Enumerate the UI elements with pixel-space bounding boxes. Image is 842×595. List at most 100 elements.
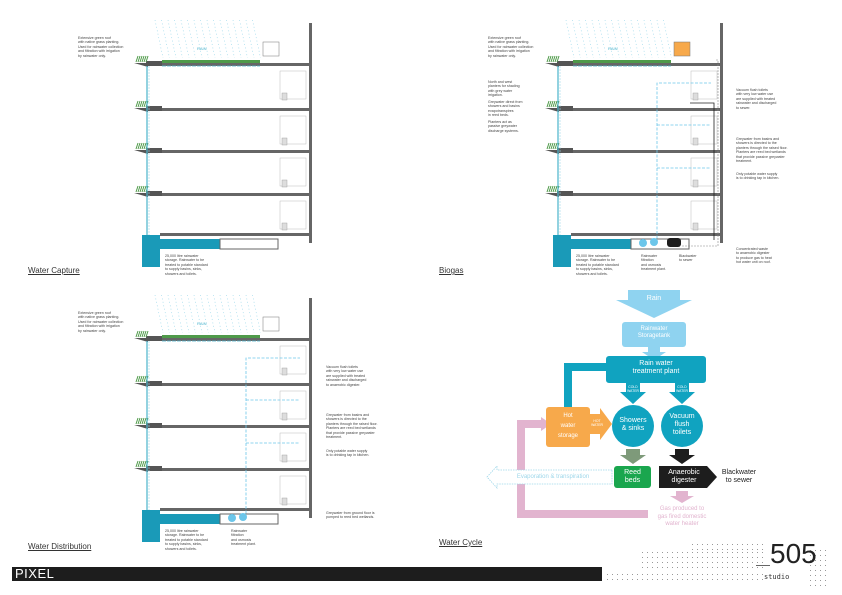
toilet-fixture <box>281 454 288 463</box>
grass <box>135 330 139 338</box>
rain-streak <box>187 294 196 334</box>
floor-slab <box>146 150 311 153</box>
rainwater-tank <box>553 235 631 267</box>
rain-streak <box>232 19 242 59</box>
grass <box>552 185 556 193</box>
slab-edge <box>146 423 162 428</box>
rain-streak <box>565 19 575 59</box>
ground-slab <box>571 233 722 236</box>
grass <box>141 185 145 193</box>
grass <box>139 55 143 63</box>
note-potable: Only potable water supply is to drinking… <box>326 449 370 458</box>
rain-streak <box>572 19 581 59</box>
showers-circle <box>612 405 654 447</box>
rain-label: RAIN <box>197 46 207 51</box>
grass <box>546 142 550 150</box>
showers-to-reed-arrow <box>620 449 646 464</box>
note-planters-passive: Planters act as passive greywater discha… <box>488 120 519 133</box>
rain-streak <box>154 19 164 59</box>
rain-streak <box>174 294 183 334</box>
rain-streak <box>663 19 672 59</box>
toilet-fixture <box>281 222 288 231</box>
digester-unit <box>667 238 681 247</box>
grass <box>143 100 147 108</box>
dot-pattern <box>605 572 765 582</box>
back-wall <box>309 298 312 518</box>
grass <box>141 330 145 338</box>
node-anaerobic-digester: Anaerobic digester <box>668 469 700 484</box>
rain-streak <box>604 19 614 59</box>
bathroom <box>690 157 718 187</box>
rain-streak <box>650 19 659 59</box>
rain-streak <box>656 19 666 59</box>
planter <box>545 108 559 112</box>
cold-water-arrow-2 <box>669 383 695 404</box>
planter <box>134 383 148 387</box>
grass <box>143 417 147 425</box>
rain-streak <box>161 19 170 59</box>
rain-streak <box>617 19 627 59</box>
gas-pipe <box>681 59 719 247</box>
note-roof: Extensive green roof with native grass p… <box>78 36 124 58</box>
rain-streak <box>200 19 209 59</box>
grass <box>550 55 554 63</box>
note-planters: North and west planters for shading with… <box>488 80 520 98</box>
grass <box>546 55 550 63</box>
grass <box>135 375 139 383</box>
grass <box>548 185 552 193</box>
slab-edge <box>146 381 162 386</box>
dot-pattern <box>808 548 830 586</box>
grass <box>137 142 141 150</box>
toilet-fixture <box>692 179 699 188</box>
planter <box>134 468 148 472</box>
ground-slab <box>160 508 311 511</box>
toilet-fixture <box>281 92 288 101</box>
brand-logo: PIXEL <box>15 566 55 581</box>
note-filtration: Rainwater filtration and osmosis treatme… <box>231 529 256 547</box>
planter <box>134 63 148 67</box>
rain-streak <box>624 19 633 59</box>
node-vacuum-toilets: Vacuum flush toilets <box>669 413 695 436</box>
floor-slab <box>557 63 722 66</box>
rain-streak <box>643 19 653 59</box>
planter <box>134 338 148 342</box>
ground-slab <box>160 233 311 236</box>
note-concentrated-waste: Concentrated waste to anaerobic digester… <box>736 247 772 265</box>
rain-streak <box>252 19 261 59</box>
studio-underscore <box>756 565 770 566</box>
note-potable: Only potable water supply is to drinking… <box>736 172 780 181</box>
grass <box>145 330 149 338</box>
bathroom <box>690 70 718 100</box>
node-reed-beds: Reed beds <box>624 469 641 484</box>
slab-edge <box>146 61 162 66</box>
dot-pattern <box>690 542 765 550</box>
toilet-fixture <box>281 179 288 188</box>
rain-streak <box>578 19 588 59</box>
slab-edge <box>146 191 162 196</box>
node-hot-water-storage: Hot water storage <box>557 413 578 439</box>
grass <box>139 417 143 425</box>
panel-title-water-cycle: Water Cycle <box>439 538 483 547</box>
grass <box>135 417 139 425</box>
toilet-fixture <box>281 497 288 506</box>
filtration-unit <box>228 514 236 522</box>
rain-streak <box>193 19 203 59</box>
toilet-fixture <box>281 367 288 376</box>
storage-tank-box <box>622 322 686 347</box>
note-ground-floor: Greywater from ground floor is pumped to… <box>326 511 375 520</box>
node-blackwater-sewer: Blackwater to sewer <box>721 469 757 484</box>
label-cold-water-1: COLD WATER <box>627 385 639 393</box>
rain-streak <box>252 294 261 334</box>
note-storage: 25,000 litre rainwater storage. Rainwate… <box>165 529 208 551</box>
grass <box>548 55 552 63</box>
slab-edge <box>557 191 573 196</box>
rain-streak <box>180 294 190 334</box>
note-vacuum-toilets: Vacuum flush toilets with very low water… <box>736 88 777 110</box>
planter <box>134 193 148 197</box>
grass <box>137 100 141 108</box>
slab-edge <box>146 336 162 341</box>
floor-slab <box>146 63 311 66</box>
back-wall <box>720 23 723 243</box>
grass <box>141 375 145 383</box>
filtration-unit <box>639 239 647 247</box>
